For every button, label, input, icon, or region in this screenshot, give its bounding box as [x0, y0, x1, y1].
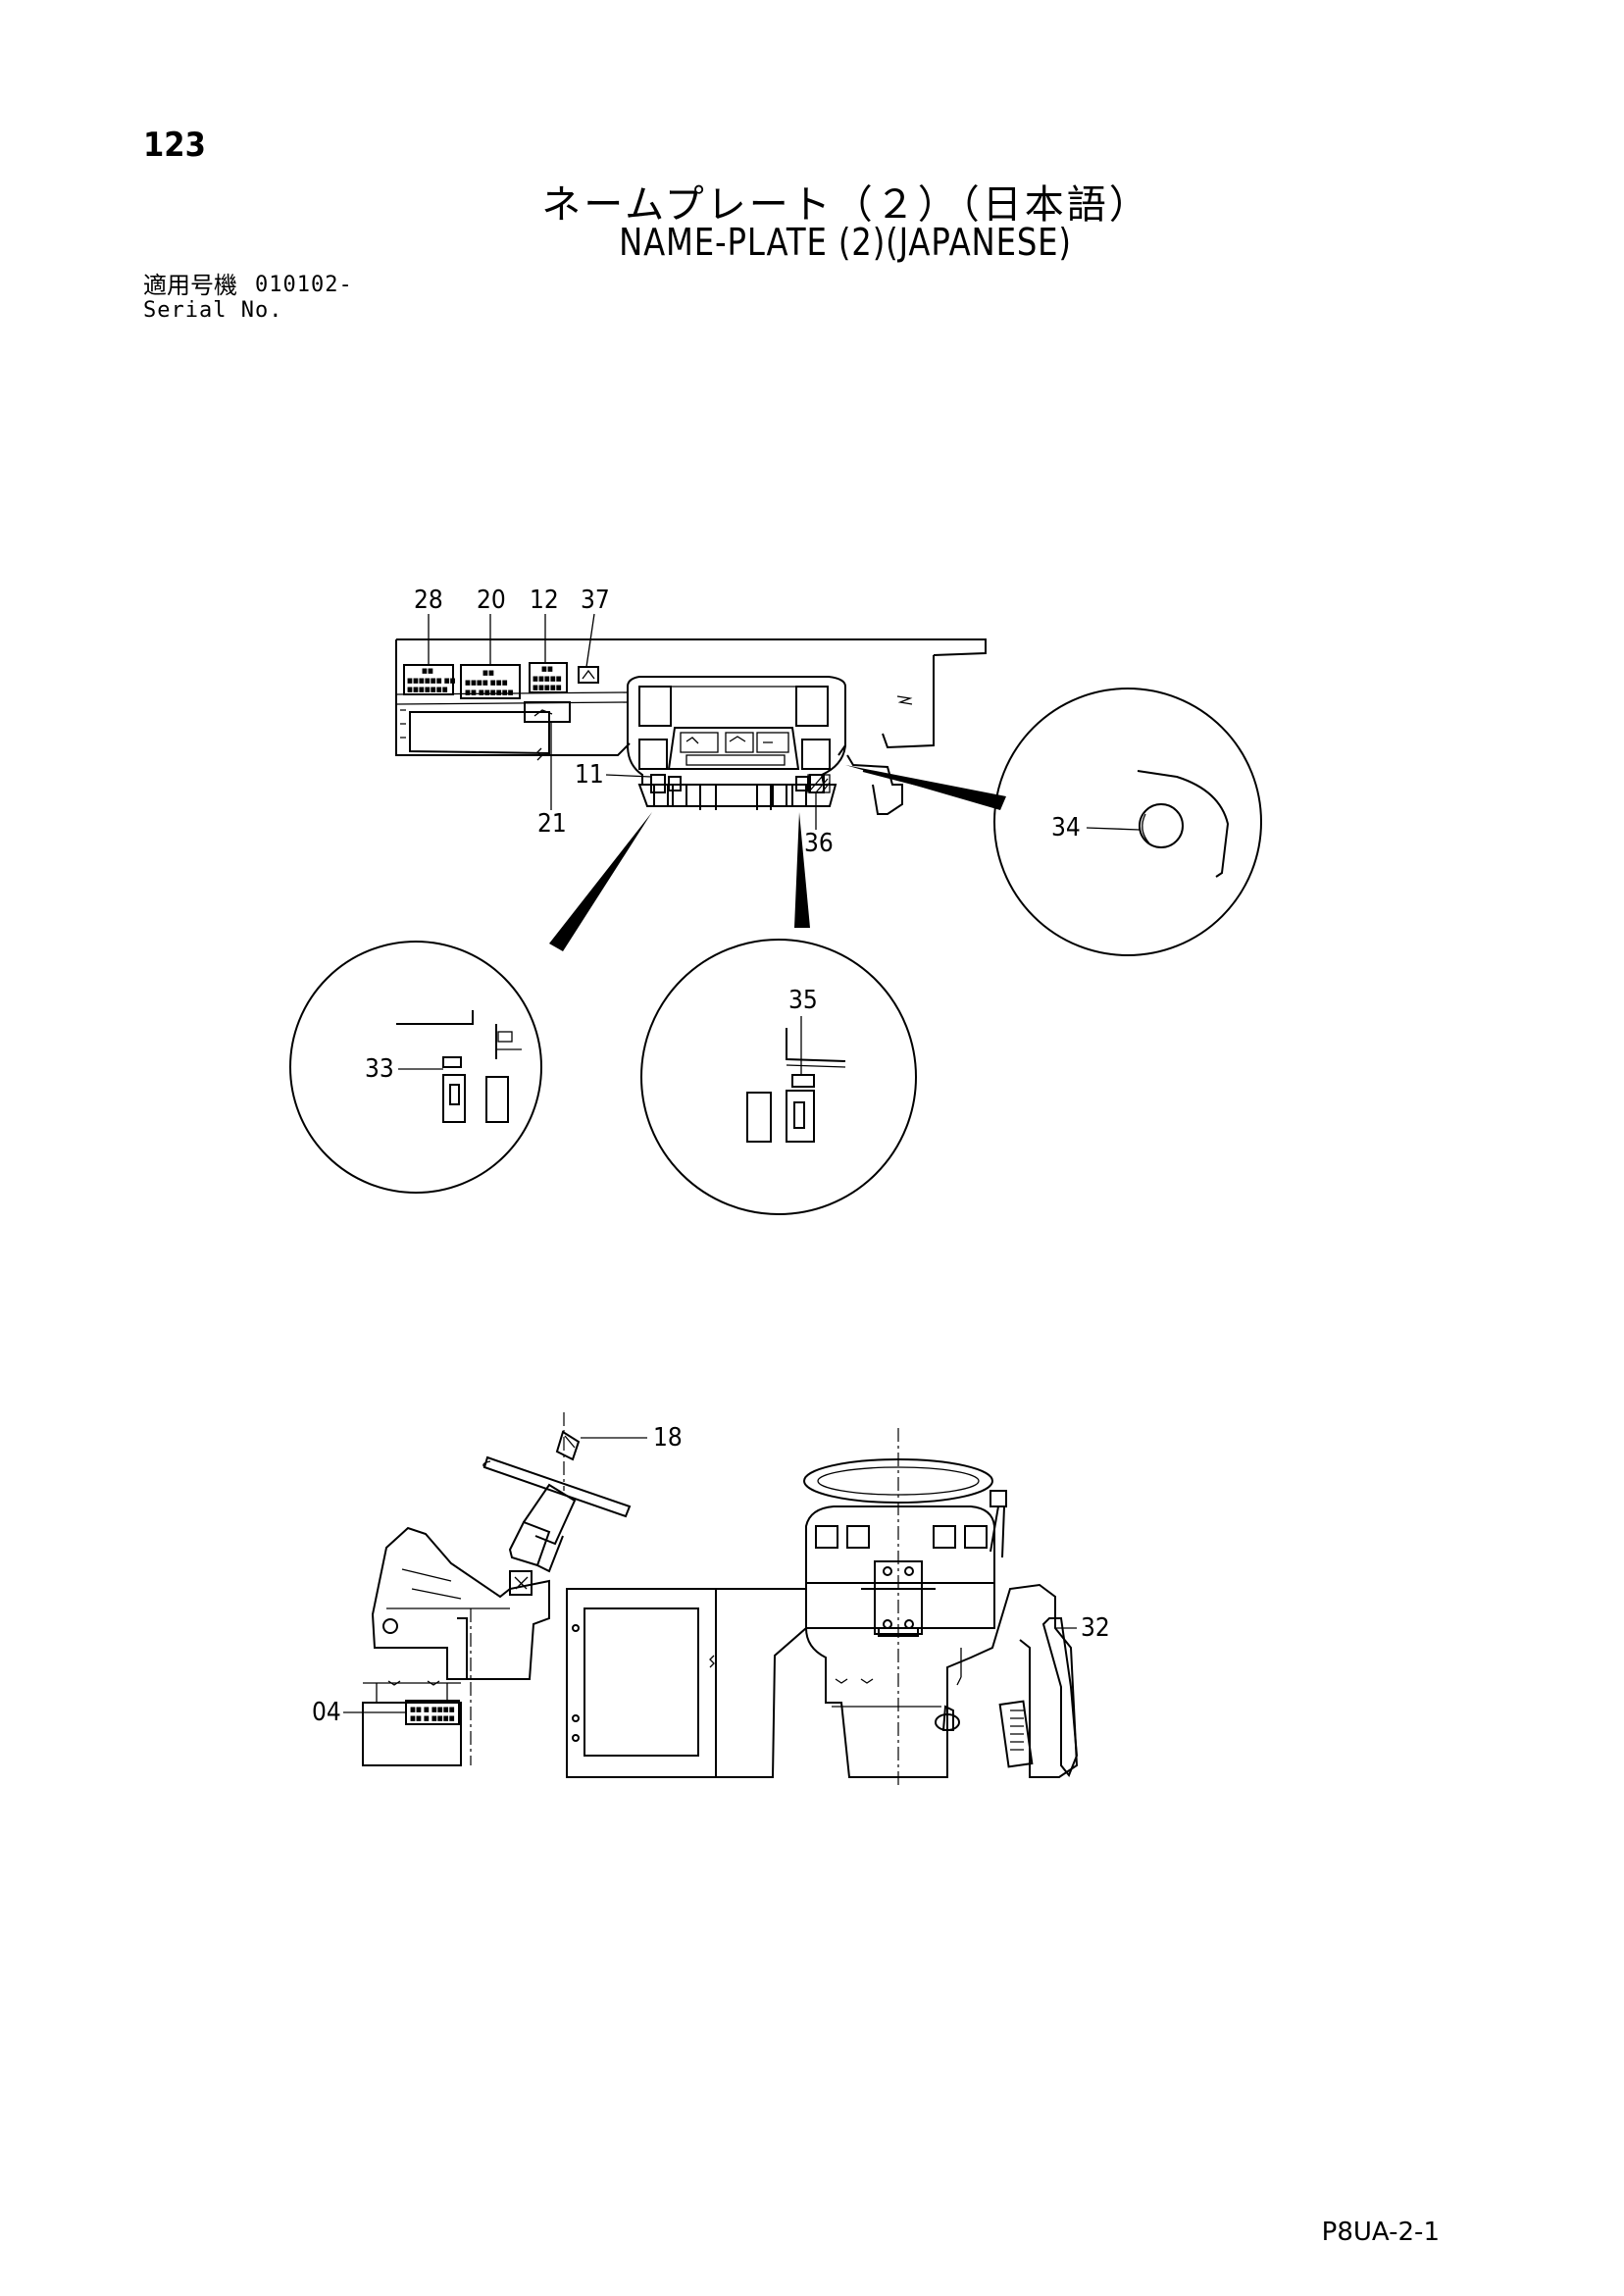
callout-18: 18: [653, 1423, 683, 1453]
svg-text:■■■■■■ ■■: ■■■■■■ ■■: [407, 677, 456, 685]
callout-28: 28: [414, 586, 443, 615]
svg-text:■■ ■ ■■■■: ■■ ■ ■■■■: [410, 1714, 455, 1722]
svg-text:■■■■■: ■■■■■: [533, 675, 562, 683]
callout-32: 32: [1081, 1613, 1110, 1643]
callout-35: 35: [788, 986, 818, 1015]
serial-label-jp: 適用号機: [143, 272, 237, 299]
callout-20: 20: [477, 586, 506, 615]
dashboard-panel-drawing: ■■ ■■■■■■ ■■ ■■■■■■■ ■■ ■■■■ ■■■ ■■ ■■■■…: [395, 586, 987, 858]
page-number: 123: [143, 126, 206, 165]
page-title-japanese: ネームプレート（２）（日本語）: [541, 182, 1151, 228]
page-title-english: NAME-PLATE (2)(JAPANESE): [619, 221, 1072, 264]
svg-text:■■■■■■■: ■■■■■■■: [407, 686, 448, 693]
svg-text:■■■■■: ■■■■■: [533, 684, 562, 691]
callout-37: 37: [581, 586, 610, 615]
svg-text:■■: ■■: [422, 667, 433, 675]
callout-12: 12: [530, 586, 559, 615]
detail-circle-35: 35: [640, 939, 917, 1215]
detail-leaders: [549, 765, 1006, 951]
front-view-drawing: 32: [803, 1428, 1110, 1785]
document-code: P8UA-2-1: [1321, 2218, 1440, 2247]
callout-33: 33: [365, 1054, 394, 1084]
callout-36: 36: [804, 829, 834, 858]
side-view-drawing: 18 ■■ ■ ■■■■ ■■ ■ ■■■■ 04: [312, 1412, 807, 1778]
detail-circle-33: 33: [289, 941, 542, 1194]
svg-text:■■: ■■: [541, 665, 553, 673]
serial-label-en: Serial No.: [143, 298, 283, 323]
serial-block: 適用号機 010102- Serial No.: [143, 273, 353, 324]
svg-text:■■ ■■■■■■: ■■ ■■■■■■: [465, 689, 514, 696]
svg-text:■■■■ ■■■: ■■■■ ■■■: [465, 679, 508, 687]
detail-circle-34: 34: [993, 688, 1262, 956]
svg-text:■■ ■ ■■■■: ■■ ■ ■■■■: [410, 1706, 455, 1713]
callout-34: 34: [1051, 813, 1081, 842]
serial-value: 010102-: [255, 273, 353, 297]
callout-11: 11: [575, 760, 604, 790]
svg-text:■■: ■■: [482, 669, 494, 677]
callout-21: 21: [537, 809, 567, 839]
callout-04: 04: [312, 1698, 341, 1727]
